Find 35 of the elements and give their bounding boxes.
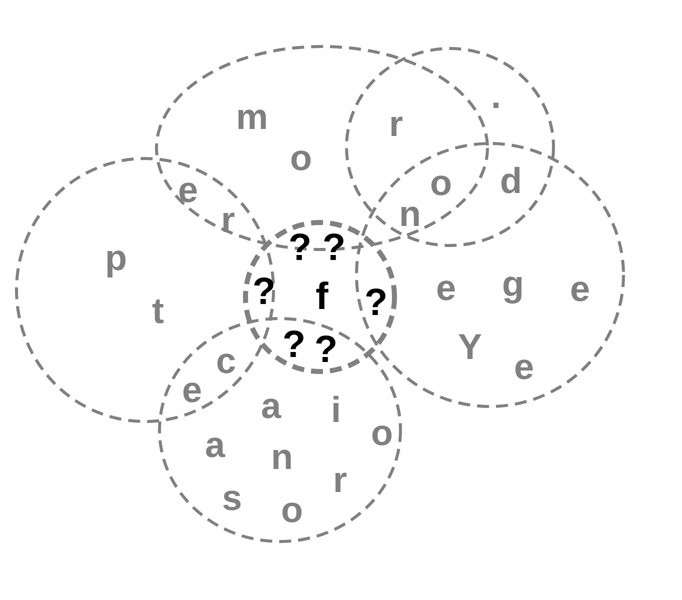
letter: i	[331, 392, 341, 428]
letter: d	[500, 163, 522, 199]
dashed-ellipse	[345, 47, 555, 247]
puzzle-letter: ?	[364, 284, 388, 322]
dashed-ellipse	[355, 142, 625, 408]
letter: o	[430, 165, 452, 201]
letter: p	[105, 240, 127, 276]
letter: e	[570, 271, 590, 307]
letter: r	[333, 462, 347, 498]
letter: Y	[458, 329, 482, 365]
letter: o	[290, 140, 312, 176]
letter: a	[260, 388, 282, 424]
letter: e	[436, 270, 456, 306]
dashed-ellipse	[243, 220, 397, 374]
letter: s	[222, 480, 242, 516]
letter: e	[514, 349, 534, 385]
letter: m	[236, 99, 268, 135]
puzzle-letter: f	[316, 278, 328, 316]
letter: e	[178, 172, 198, 208]
puzzle-letter: ?	[288, 229, 312, 267]
letter: e	[182, 372, 202, 408]
letter: c	[216, 343, 236, 379]
letter: t	[152, 293, 164, 329]
letter: o	[281, 492, 303, 528]
letter: n	[399, 196, 421, 232]
letter: r	[389, 106, 403, 142]
letter: o	[371, 415, 393, 451]
puzzle-letter: ?	[314, 331, 338, 369]
puzzle-letter: ?	[252, 273, 276, 311]
letter: n	[271, 439, 293, 475]
letter: g	[502, 266, 524, 302]
puzzle-letter: ?	[282, 326, 306, 364]
puzzle-letter: ?	[322, 229, 346, 267]
letter: .	[491, 78, 501, 114]
letter: a	[204, 427, 226, 463]
